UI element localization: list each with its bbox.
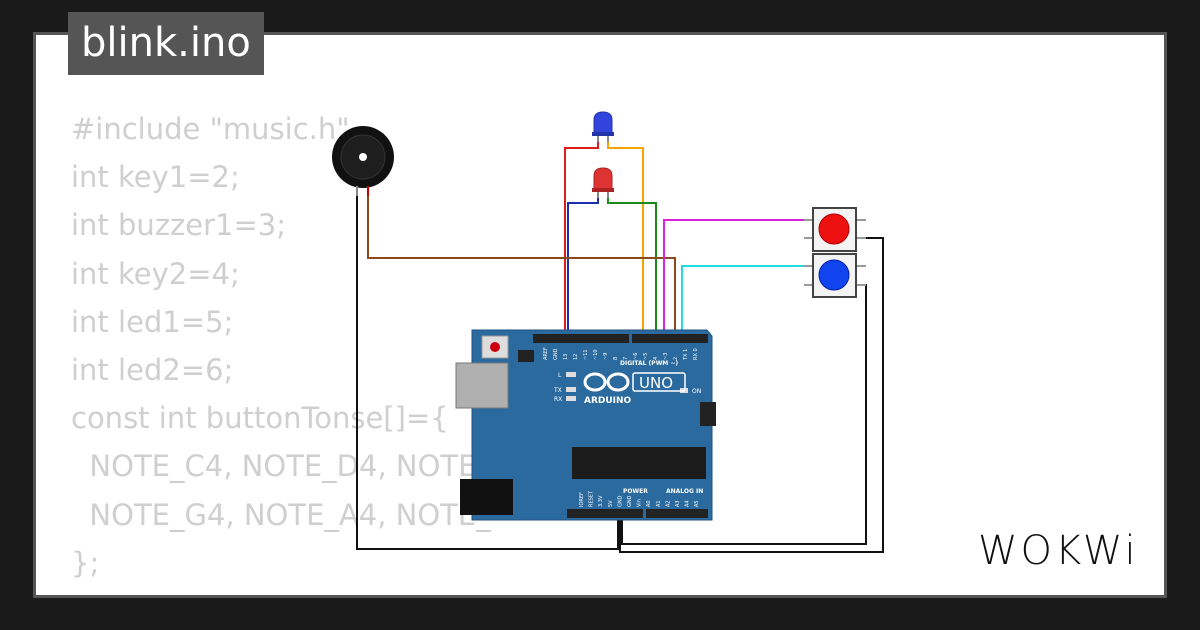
arduino-logo-icon <box>583 372 630 392</box>
pin-label: ~6 <box>633 353 639 360</box>
code-line: int buzzer1=3; <box>71 208 286 243</box>
pin-label: 3.3V <box>598 495 604 507</box>
pin-label: ~3 <box>663 353 669 360</box>
code-line: int key2=4; <box>71 256 240 291</box>
power-label: POWER <box>623 488 648 495</box>
tx-label: TX <box>553 387 562 394</box>
pin-label: 2 <box>673 357 679 360</box>
board-model: UNO <box>639 374 673 392</box>
pin-label: 4 <box>653 357 659 360</box>
power-jack <box>460 479 513 515</box>
wokwi-logo: WOKWi <box>978 528 1139 574</box>
pin-label: A3 <box>675 500 681 507</box>
wire-buzzer-signal <box>367 188 676 338</box>
on-label: ON <box>692 388 701 395</box>
code-line: const int buttonTonse[]={ <box>71 401 449 436</box>
pin-label: IOREF <box>579 492 585 507</box>
pin-label: GND <box>627 495 633 507</box>
pin-label: ~11 <box>583 349 589 360</box>
pin-label: A4 <box>685 500 691 507</box>
led-red[interactable] <box>592 167 614 198</box>
atmega-chip <box>572 447 706 479</box>
led-blue-body <box>593 111 613 135</box>
pin-label: 12 <box>573 354 579 360</box>
wires <box>356 140 884 553</box>
wire-blue-led-cathode <box>564 140 599 338</box>
wire-button1-gnd <box>619 237 884 553</box>
board-brand: ARDUINO <box>584 396 632 406</box>
header-top-left <box>533 334 629 343</box>
arduino-uno-board[interactable]: UNO ARDUINO DIGITAL (PWM ~) POWER ANALOG… <box>455 329 716 521</box>
wire-button1-signal <box>663 219 808 338</box>
pin-label: A2 <box>665 500 671 507</box>
pushbutton-red[interactable] <box>804 207 866 252</box>
analog-label: ANALOG IN <box>666 488 703 495</box>
pin-label: A1 <box>656 500 662 507</box>
file-title: blink.ino <box>68 12 264 75</box>
header-analog <box>646 509 708 518</box>
code-line: void setup(){ <box>71 587 491 595</box>
pin-label: 13 <box>563 354 569 360</box>
pushbutton-blue[interactable] <box>804 253 866 298</box>
code-line: #include "music.h" <box>71 112 350 146</box>
code-preview: #include "music.h" int key1=2; int buzzer1… <box>71 105 491 595</box>
pin-label: GND <box>553 348 559 360</box>
wire-red-led-anode <box>607 196 657 338</box>
code-line: NOTE_G4, NOTE_A4, NOTE_ <box>71 497 491 532</box>
pin-label: ~5 <box>643 353 649 360</box>
code-line: int led1=5; <box>71 304 234 339</box>
pin-label: ~9 <box>603 353 609 360</box>
pin-label: A5 <box>694 500 700 507</box>
usb-port <box>455 362 509 409</box>
pin-label: 5V <box>608 500 614 507</box>
wire-buzzer-gnd <box>356 190 619 550</box>
led-red-body <box>593 167 613 191</box>
l-label: L <box>558 372 562 379</box>
wire-red-led-cathode <box>567 196 599 338</box>
buzzer[interactable] <box>332 126 394 196</box>
pin-label: RESET <box>589 490 595 507</box>
wire-blue-led-anode <box>607 140 644 338</box>
header-power <box>567 509 643 518</box>
pin-label: RX 0 <box>693 348 699 360</box>
pin-label: 7 <box>623 357 629 360</box>
pin-label: GND <box>617 495 623 507</box>
pin-label: Vin <box>637 499 643 507</box>
pin-label: A0 <box>646 500 652 507</box>
pin-label: AREF <box>543 347 549 360</box>
pin-label: TX 1 <box>683 349 689 361</box>
code-line: int key1=2; <box>71 160 240 195</box>
pin-label: ~10 <box>593 349 599 360</box>
header-top-right <box>632 334 708 343</box>
code-line: int led2=6; <box>71 353 234 388</box>
wire-button2-signal <box>681 265 808 338</box>
led-blue[interactable] <box>592 111 614 142</box>
pin-label: 8 <box>613 357 619 360</box>
rx-label: RX <box>554 396 562 403</box>
code-line: }; <box>71 545 100 580</box>
top-pin-labels: AREF GND 13 12 ~11 ~10 ~9 8 7 ~6 ~5 4 ~3 2 TX 1 RX 0 <box>543 347 699 361</box>
digital-label: DIGITAL (PWM ~) <box>620 360 678 367</box>
